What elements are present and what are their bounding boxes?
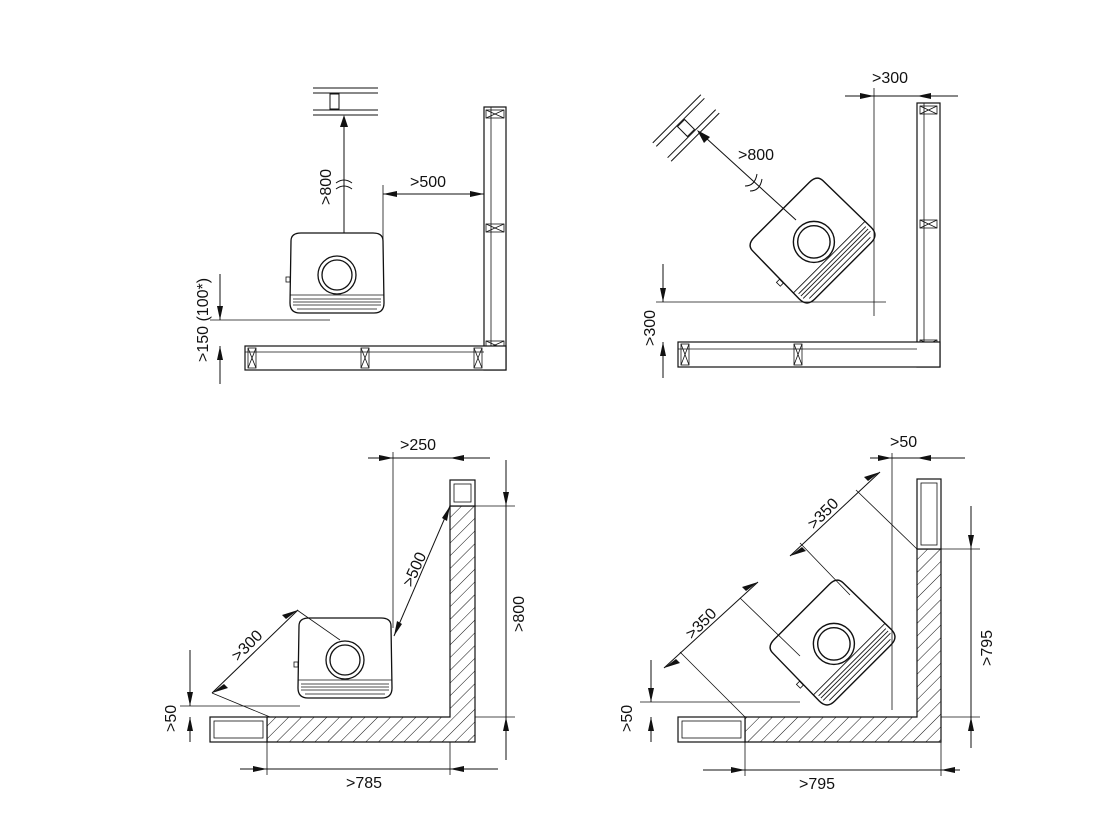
back-distance-label: >150 (100*): [195, 278, 212, 362]
panel-bottom-right: >50 >350 >350 >795: [619, 434, 996, 793]
top-dimension: >250: [368, 437, 490, 628]
panel-top-right: >800 >300 >300: [642, 70, 958, 378]
chimney-connector: [313, 87, 378, 116]
wall-length-label: >795: [799, 776, 835, 793]
back-dimension: >300: [642, 264, 886, 378]
panel-bottom-left: >250 >500 >300 >800: [163, 437, 528, 792]
diagonal-side-dimension: >500: [393, 505, 451, 637]
side-dimension: >300: [845, 70, 958, 316]
stove: [762, 575, 900, 713]
back-wall: [916, 102, 941, 368]
floor-gap-label: >50: [163, 705, 180, 732]
top-distance-label: >250: [400, 437, 436, 454]
side-dimension: >500: [382, 174, 484, 240]
side-wall: [677, 341, 941, 368]
top-distance-label: >50: [890, 434, 917, 451]
floor-gap-dimension: >50: [163, 650, 300, 742]
top-dimension: >50: [870, 434, 965, 710]
back-distance-label: >300: [642, 310, 659, 346]
wall-length-dimension: >795: [703, 742, 960, 793]
flue-dimension: >800: [697, 130, 797, 221]
side-wall: [244, 345, 507, 371]
diagonal-upper-dimension: >350: [789, 471, 918, 596]
panel-top-left: >800 >500 >150 (100*): [195, 87, 507, 384]
wall-height-dimension: >795: [941, 506, 996, 748]
stove: [293, 617, 393, 699]
side-distance-label: >300: [872, 70, 908, 87]
side-distance-label: >500: [410, 174, 446, 191]
back-wall: [483, 106, 507, 371]
floor-gap-label: >50: [619, 705, 636, 732]
flue-distance-label: >800: [318, 169, 335, 205]
wall-height-label: >795: [979, 630, 996, 666]
diagonal-side-label: >500: [400, 550, 430, 590]
wall-length-label: >785: [346, 775, 382, 792]
stove: [742, 173, 880, 311]
wall-length-dimension: >785: [240, 742, 498, 792]
wall-height-label: >800: [511, 596, 528, 632]
floor-gap-dimension: >50: [619, 660, 800, 742]
flue-distance-label: >800: [738, 147, 774, 164]
stove: [285, 232, 385, 314]
chimney-connector: [652, 94, 720, 162]
diagonal-upper-label: >350: [805, 495, 843, 533]
insulated-wall: [677, 478, 942, 743]
back-dimension: >150 (100*): [195, 274, 330, 384]
wall-height-dimension: >800: [475, 460, 528, 760]
insulated-wall: [209, 479, 476, 743]
diagonal-lower-label: >350: [683, 605, 721, 643]
flue-dimension: >800: [318, 115, 353, 233]
